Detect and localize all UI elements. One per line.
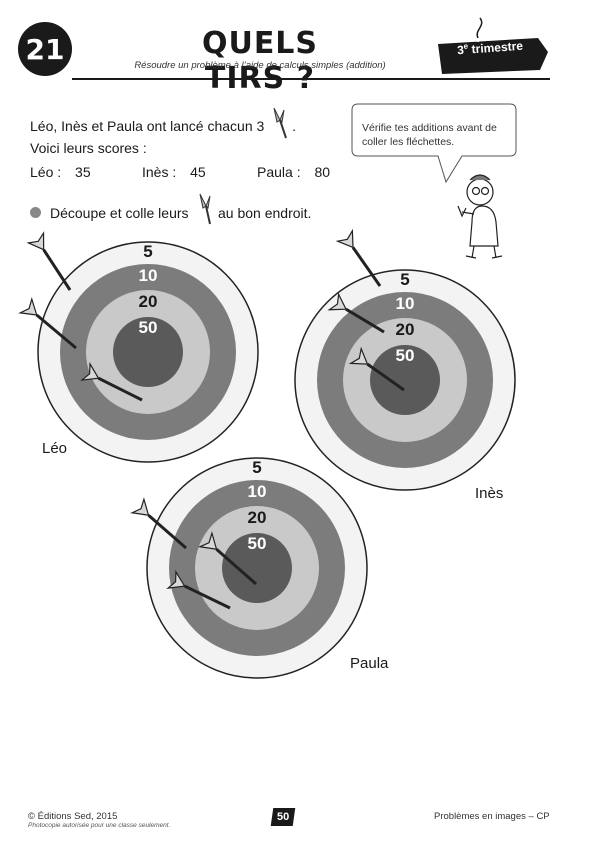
score-paula: Paula : 80 [257, 164, 330, 180]
ring-label-20: 20 [138, 292, 158, 311]
instruction-text-end: au bon endroit. [218, 205, 312, 221]
page-number: 50 [270, 808, 296, 826]
dart-icon [166, 569, 231, 610]
dart-icon [197, 531, 257, 586]
score-leo: Léo : 35 [30, 164, 91, 180]
ring-label-5: 5 [143, 242, 153, 261]
dart-icon [268, 108, 292, 139]
target-name-paula: Paula [350, 655, 389, 672]
bullet-dot [30, 207, 41, 218]
target-name-leo: Léo [42, 440, 68, 457]
footer-book-title: Problèmes en images – CP [434, 811, 550, 822]
dartboard-léo [18, 231, 259, 463]
ring-label-50: 50 [138, 318, 158, 337]
score-name: Inès : [142, 164, 177, 180]
trimester-tag [438, 17, 548, 74]
score-name: Paula : [257, 164, 301, 180]
character-illustration [457, 174, 503, 259]
footer-photocopy-note: Photocopie autorisée pour une classe seu… [28, 822, 171, 829]
dart-icon [130, 497, 187, 550]
intro-line-1: Léo, Inès et Paula ont lancé chacun 3 . [30, 108, 296, 139]
ring-label-50: 50 [395, 346, 415, 365]
page-subtitle: Résoudre un problème à l’aide de calculs… [134, 60, 386, 71]
lesson-number-badge: 21 [18, 22, 72, 76]
dart-icon [18, 297, 77, 350]
speech-bubble-text: Vérifie tes additions avant de coller le… [362, 122, 497, 148]
ring-50 [370, 345, 440, 415]
ring-label-10: 10 [247, 482, 267, 501]
dartboard-inès [294, 228, 516, 491]
dart-icon [348, 346, 405, 392]
ring-label-10: 10 [138, 266, 158, 285]
score-name: Léo : [30, 164, 62, 180]
header-divider [72, 78, 550, 80]
score-value: 80 [314, 164, 331, 180]
dart-icon [335, 228, 382, 287]
ring-label-20: 20 [395, 320, 415, 339]
dart-icon [327, 292, 385, 334]
ring-label-10: 10 [395, 294, 415, 313]
score-value: 45 [190, 164, 206, 180]
dart-icon [80, 361, 143, 402]
dartboard-paula [130, 457, 368, 679]
dart-icon [26, 231, 72, 291]
target-name-ines: Inès [475, 485, 504, 502]
ring-50 [113, 317, 183, 387]
ring-label-5: 5 [252, 458, 262, 477]
ring-label-5: 5 [400, 270, 410, 289]
footer-copyright: © Éditions Sed, 2015 [28, 811, 118, 822]
score-ines: Inès : 45 [142, 164, 206, 180]
ring-label-50: 50 [247, 534, 267, 553]
ring-50 [222, 533, 292, 603]
score-value: 35 [75, 164, 91, 180]
ring-label-20: 20 [247, 508, 267, 527]
speech-bubble [351, 103, 517, 184]
intro-line-2: Voici leurs scores : [30, 140, 147, 156]
instruction-text: Découpe et colle leurs [50, 205, 189, 221]
